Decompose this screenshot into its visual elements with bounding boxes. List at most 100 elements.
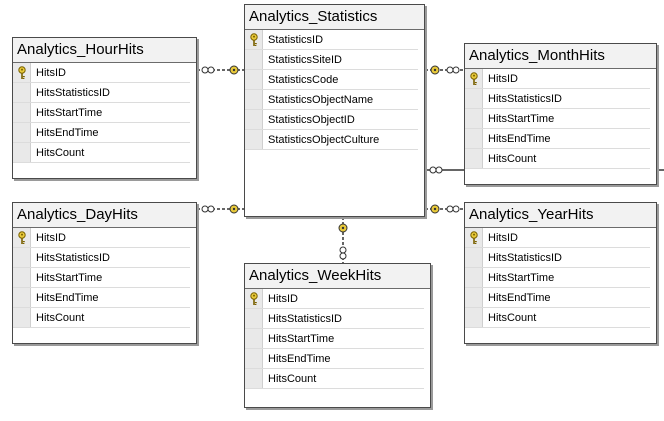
key-icon	[249, 32, 258, 46]
row-selector[interactable]	[13, 288, 31, 307]
column-row[interactable]: HitsStartTime	[13, 268, 190, 288]
column-row[interactable]: HitsID	[465, 69, 650, 89]
column-row[interactable]: StatisticsCode	[245, 70, 418, 90]
column-name: HitsEndTime	[268, 352, 331, 365]
row-selector[interactable]	[13, 268, 31, 287]
column-row[interactable]: HitsCount	[13, 143, 190, 163]
column-name: StatisticsObjectName	[268, 93, 374, 106]
row-selector[interactable]	[13, 63, 31, 82]
row-selector[interactable]	[13, 308, 31, 327]
row-selector[interactable]	[465, 228, 483, 247]
new-column-row[interactable]	[245, 389, 430, 409]
column-row[interactable]: StatisticsSiteID	[245, 50, 418, 70]
column-row[interactable]: HitsStartTime	[465, 268, 650, 288]
relationship-year-stats[interactable]	[425, 204, 464, 214]
row-selector[interactable]	[465, 248, 483, 267]
column-row[interactable]: HitsID	[13, 228, 190, 248]
row-selector[interactable]	[245, 349, 263, 368]
row-selector[interactable]	[465, 109, 483, 128]
row-selector[interactable]	[245, 130, 263, 149]
column-row[interactable]: HitsCount	[13, 308, 190, 328]
new-column-row[interactable]	[245, 150, 424, 170]
column-name: StatisticsID	[268, 33, 324, 46]
new-column-row[interactable]	[465, 169, 656, 189]
column-row[interactable]: HitsStatisticsID	[465, 89, 650, 109]
key-icon	[469, 71, 478, 85]
row-selector[interactable]	[245, 289, 263, 308]
table-title[interactable]: Analytics_YearHits	[465, 203, 656, 228]
relationship-day-stats[interactable]	[197, 204, 244, 214]
row-selector[interactable]	[245, 70, 263, 89]
table-title[interactable]: Analytics_MonthHits	[465, 44, 656, 69]
row-selector[interactable]	[13, 83, 31, 102]
row-selector[interactable]	[465, 149, 483, 168]
row-selector[interactable]	[13, 228, 31, 247]
row-selector[interactable]	[13, 248, 31, 267]
row-selector[interactable]	[245, 329, 263, 348]
column-row[interactable]: HitsEndTime	[13, 123, 190, 143]
row-selector[interactable]	[465, 308, 483, 327]
column-row[interactable]: HitsID	[245, 289, 424, 309]
column-row[interactable]: HitsCount	[245, 369, 424, 389]
column-name: HitsID	[488, 231, 518, 244]
table-title[interactable]: Analytics_Statistics	[245, 5, 424, 30]
column-row[interactable]: HitsStatisticsID	[13, 248, 190, 268]
column-row[interactable]: HitsStatisticsID	[245, 309, 424, 329]
column-name: HitsCount	[488, 152, 537, 165]
relationship-hour-stats[interactable]	[197, 65, 244, 75]
relationship-week-stats[interactable]	[338, 217, 348, 263]
new-column-row[interactable]	[13, 163, 196, 183]
row-selector[interactable]	[13, 123, 31, 142]
column-row[interactable]: HitsStartTime	[13, 103, 190, 123]
new-column-row[interactable]	[13, 328, 196, 348]
row-selector[interactable]	[245, 30, 263, 49]
column-name: HitsCount	[488, 311, 537, 324]
table-title[interactable]: Analytics_WeekHits	[245, 264, 430, 289]
row-selector[interactable]	[465, 268, 483, 287]
row-selector[interactable]	[13, 143, 31, 162]
row-selector[interactable]	[465, 288, 483, 307]
column-row[interactable]: HitsEndTime	[13, 288, 190, 308]
row-selector[interactable]	[245, 90, 263, 109]
row-selector[interactable]	[465, 129, 483, 148]
table-title[interactable]: Analytics_HourHits	[13, 38, 196, 63]
column-row[interactable]: StatisticsObjectName	[245, 90, 418, 110]
row-selector[interactable]	[245, 309, 263, 328]
column-row[interactable]: StatisticsObjectCulture	[245, 130, 418, 150]
row-selector[interactable]	[465, 89, 483, 108]
relationship-month-stats[interactable]	[425, 65, 464, 75]
column-row[interactable]: StatisticsID	[245, 30, 418, 50]
new-column-row[interactable]	[465, 328, 656, 348]
column-row[interactable]: StatisticsObjectID	[245, 110, 418, 130]
column-row[interactable]: HitsEndTime	[465, 129, 650, 149]
column-name: HitsEndTime	[488, 132, 551, 145]
column-row[interactable]: HitsEndTime	[465, 288, 650, 308]
column-name: StatisticsSiteID	[268, 53, 342, 66]
column-name: HitsID	[36, 231, 66, 244]
row-selector[interactable]	[465, 69, 483, 88]
column-name: StatisticsCode	[268, 73, 339, 86]
column-row[interactable]: HitsCount	[465, 308, 650, 328]
column-row[interactable]: HitsID	[13, 63, 190, 83]
row-selector[interactable]	[245, 369, 263, 388]
table-title[interactable]: Analytics_DayHits	[13, 203, 196, 228]
column-row[interactable]: HitsStartTime	[465, 109, 650, 129]
column-row[interactable]: HitsEndTime	[245, 349, 424, 369]
column-name: HitsID	[268, 292, 298, 305]
column-row[interactable]: HitsStatisticsID	[13, 83, 190, 103]
column-row[interactable]: HitsCount	[465, 149, 650, 169]
row-selector[interactable]	[13, 103, 31, 122]
column-row[interactable]: HitsStartTime	[245, 329, 424, 349]
column-name: HitsID	[488, 72, 518, 85]
row-selector[interactable]	[245, 110, 263, 129]
column-name: HitsStatisticsID	[488, 92, 562, 105]
column-row[interactable]: HitsID	[465, 228, 650, 248]
row-selector[interactable]	[245, 50, 263, 69]
column-row[interactable]: HitsStatisticsID	[465, 248, 650, 268]
